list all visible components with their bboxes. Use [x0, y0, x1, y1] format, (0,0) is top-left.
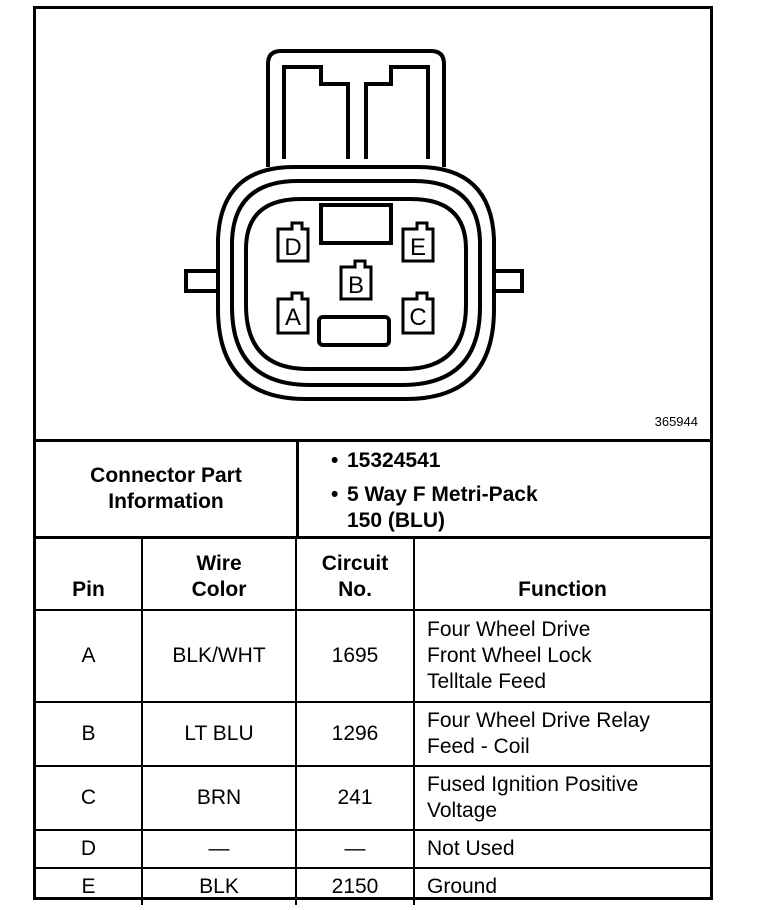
- function-cell: Four Wheel Drive Front Wheel Lock Tellta…: [413, 609, 710, 703]
- header-pin: Pin: [36, 539, 143, 611]
- figure-id: 365944: [654, 414, 698, 429]
- header-function: Function: [413, 539, 710, 611]
- pin-label-e: E: [410, 234, 426, 261]
- bullet-icon: •: [331, 483, 339, 506]
- part-number: 15324541: [347, 449, 441, 472]
- wire-color-cell: BLK: [141, 867, 297, 905]
- body-inner-ring: [230, 179, 482, 387]
- bottom-key: [317, 315, 391, 347]
- connector-sheet: D E B A C 365944 Connector Part Informat…: [33, 6, 713, 905]
- connector-info-list: • 15324541 • 5 Way F Metri-Pack 150 (BLU…: [299, 448, 699, 542]
- function-cell: Ground: [413, 867, 710, 905]
- pin-label-b: B: [348, 272, 364, 299]
- pin-cell: E: [36, 867, 143, 905]
- connector-info-item: • 15324541: [299, 448, 699, 474]
- pin-cell: B: [36, 701, 143, 767]
- pin-cell: D: [36, 829, 143, 869]
- connector-type-line1: 5 Way F Metri-Pack: [347, 483, 538, 506]
- pin-d-terminal: [276, 221, 310, 263]
- wire-color-cell: BLK/WHT: [141, 609, 297, 703]
- latch-left-inner: [282, 65, 350, 159]
- header-circuit-no: Circuit No.: [295, 539, 415, 611]
- pin-table-header: Pin Wire Color Circuit No. Function: [36, 539, 710, 611]
- connector-info-label-line1: Connector Part: [90, 464, 242, 487]
- top-key: [319, 203, 393, 245]
- table-row: E BLK 2150 Ground: [36, 867, 710, 905]
- circuit-cell: 2150: [295, 867, 415, 905]
- function-cell: Not Used: [413, 829, 710, 869]
- pin-label-c: C: [409, 304, 426, 331]
- connector-info-label-line2: Information: [108, 490, 224, 513]
- connector-diagram: D E B A C 365944: [36, 9, 710, 439]
- pin-a-terminal: [276, 291, 310, 335]
- pin-c-terminal: [401, 291, 435, 335]
- pin-label-a: A: [285, 304, 301, 331]
- function-cell: Four Wheel Drive Relay Feed - Coil: [413, 701, 710, 767]
- table-row: C BRN 241 Fused Ignition Positive Voltag…: [36, 765, 710, 831]
- circuit-cell: 1296: [295, 701, 415, 767]
- table-row: B LT BLU 1296 Four Wheel Drive Relay Fee…: [36, 701, 710, 767]
- wire-color-cell: BRN: [141, 765, 297, 831]
- connector-part-info: Connector Part Information • 15324541 • …: [36, 439, 710, 539]
- pin-e-terminal: [401, 221, 435, 263]
- latch-housing-outer: [266, 49, 446, 167]
- pin-label-d: D: [284, 234, 301, 261]
- circuit-cell: —: [295, 829, 415, 869]
- pin-table: Pin Wire Color Circuit No. Function A BL…: [36, 539, 710, 905]
- connector-face-drawing: D E B A C: [184, 49, 524, 401]
- header-wire-color: Wire Color: [141, 539, 297, 611]
- connector-info-label: Connector Part Information: [36, 442, 299, 536]
- connector-info-item: • 5 Way F Metri-Pack 150 (BLU): [299, 482, 699, 534]
- circuit-cell: 241: [295, 765, 415, 831]
- wire-color-cell: —: [141, 829, 297, 869]
- pin-b-terminal: [339, 259, 373, 301]
- connector-type-line2: 150 (BLU): [347, 509, 446, 532]
- wire-color-cell: LT BLU: [141, 701, 297, 767]
- latch-right-inner: [364, 65, 430, 159]
- table-row: D — — Not Used: [36, 829, 710, 869]
- pin-cell: C: [36, 765, 143, 831]
- left-ear: [184, 269, 218, 293]
- circuit-cell: 1695: [295, 609, 415, 703]
- function-cell: Fused Ignition Positive Voltage: [413, 765, 710, 831]
- table-row: A BLK/WHT 1695 Four Wheel Drive Front Wh…: [36, 609, 710, 703]
- pin-cell: A: [36, 609, 143, 703]
- bullet-icon: •: [331, 449, 339, 472]
- body-outer: [216, 165, 496, 401]
- pin-cavity: [244, 197, 468, 371]
- right-ear: [494, 269, 524, 293]
